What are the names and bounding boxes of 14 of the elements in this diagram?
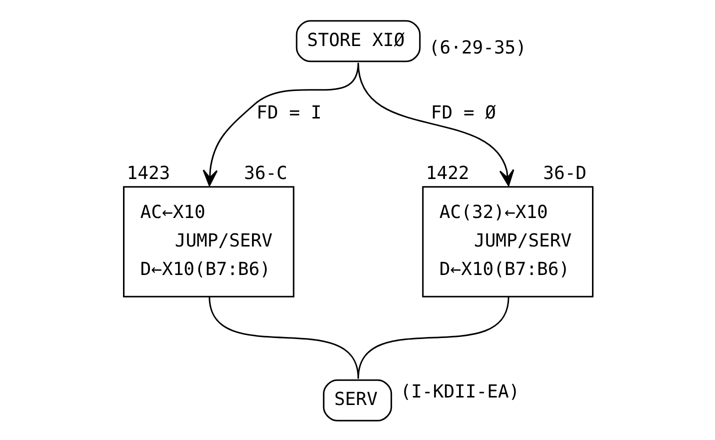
node-label: (6·29-35)	[428, 37, 527, 58]
node-label: 36-C	[244, 162, 288, 184]
node-label: 1422	[426, 162, 470, 184]
node-label: 36-D	[543, 162, 587, 184]
node-box: SERV	[322, 379, 392, 422]
node-label: 1423	[126, 162, 170, 184]
arrow	[358, 62, 514, 186]
edge-label: FD = I	[256, 102, 322, 124]
connector	[358, 296, 510, 379]
edge-label: FD = Ø	[430, 102, 496, 124]
node-box: STORE XIØ	[296, 20, 421, 62]
node-box: AC(32)←X10 JUMP/SERV D←X10(B7:B6)	[422, 186, 594, 298]
node-label: (I-KDII-EA)	[400, 382, 520, 403]
node-box: AC←X10 JUMP/SERV D←X10(B7:B6)	[123, 186, 294, 298]
